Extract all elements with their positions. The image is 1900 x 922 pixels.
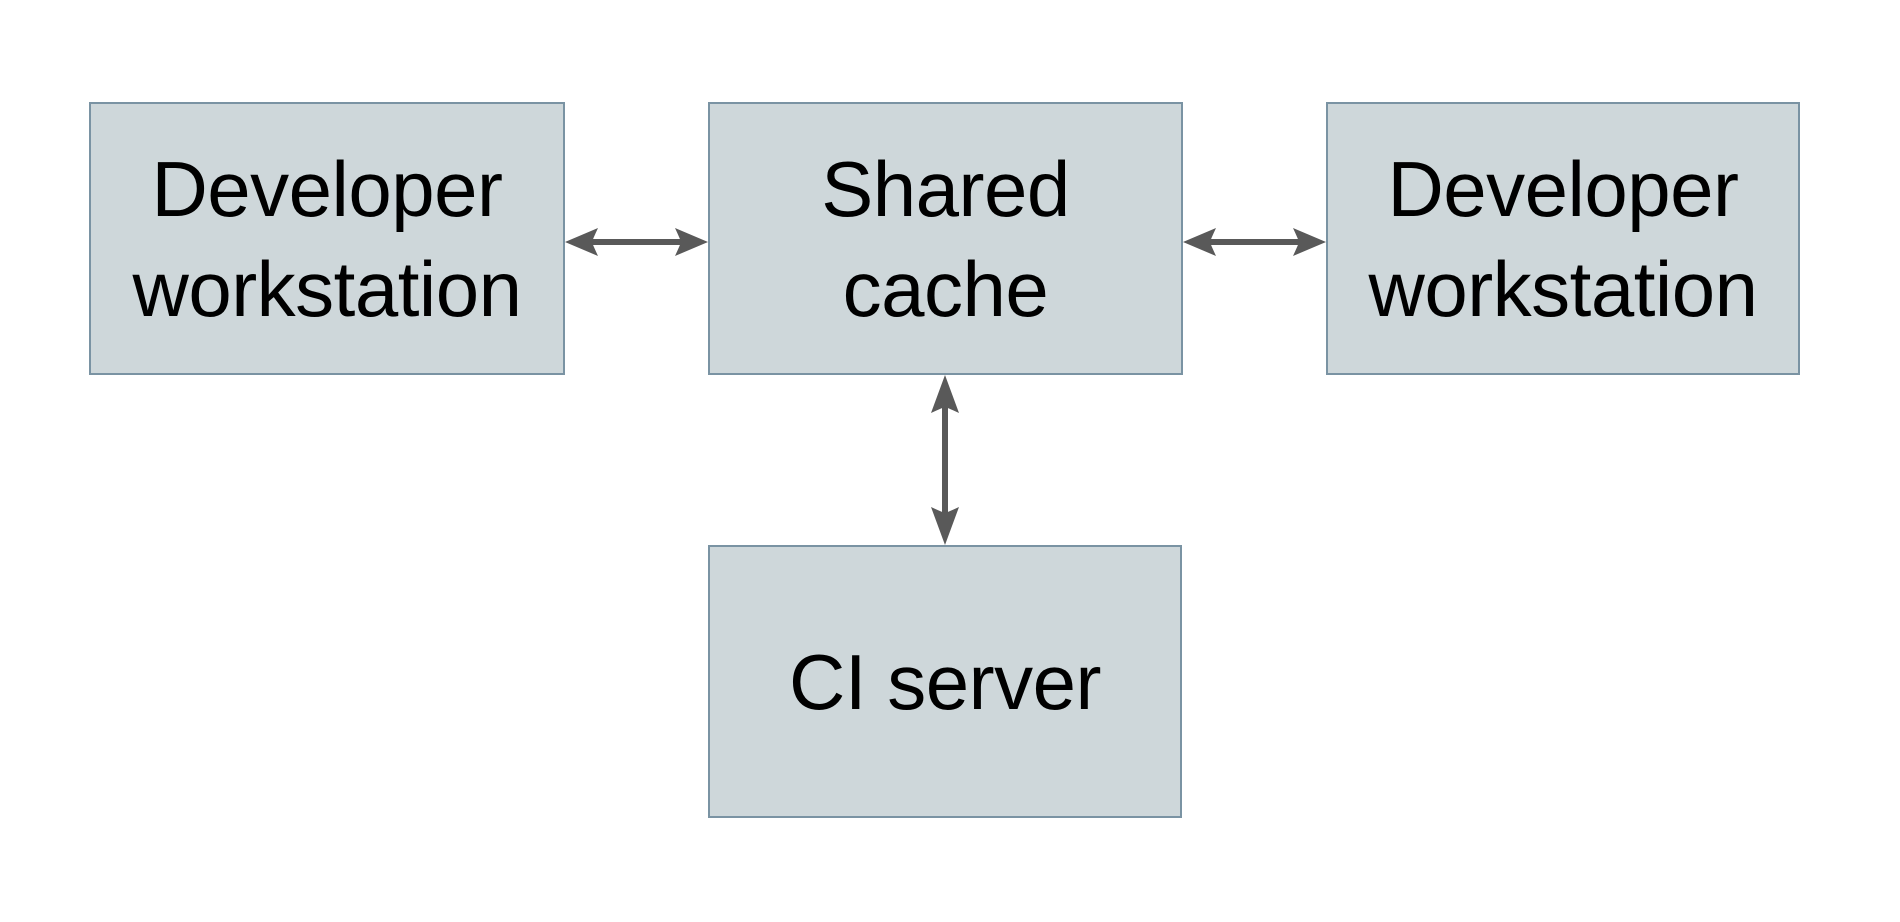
node-label-line1: CI server: [789, 637, 1101, 726]
node-dev-workstation-left[interactable]: Developer workstation: [89, 102, 565, 375]
node-ci-server[interactable]: CI server: [708, 545, 1182, 818]
node-label-line2: cache: [842, 244, 1049, 333]
node-label-line2: workstation: [132, 244, 523, 333]
node-label-line1: Shared: [821, 144, 1070, 233]
node-label-line2: workstation: [1368, 244, 1759, 333]
node-shared-cache[interactable]: Shared cache: [708, 102, 1183, 375]
node-dev-workstation-right[interactable]: Developer workstation: [1326, 102, 1800, 375]
edge-ci-server-to-cache[interactable]: [915, 375, 975, 545]
edge-cache-to-right-workstation[interactable]: [1183, 212, 1326, 272]
node-label-line1: Developer: [1387, 144, 1739, 233]
node-label-line1: Developer: [151, 144, 503, 233]
edge-left-workstation-to-cache[interactable]: [565, 212, 708, 272]
